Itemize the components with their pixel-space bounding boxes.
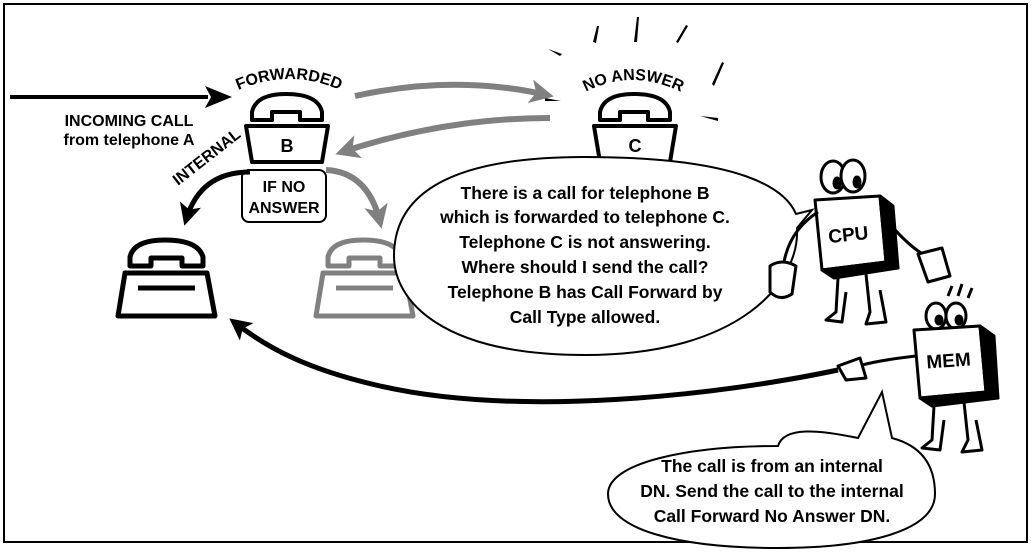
telephone-c: C [594,94,676,162]
telephone-b-label: B [281,136,294,156]
mem-bubble-line3: Call Forward No Answer DN. [654,506,891,526]
if-no-answer-line2: ANSWER [248,200,320,217]
telephone-b: B [246,94,328,162]
cpu-bubble-line4: Where should I send the call? [462,257,709,277]
telephone-c-label: C [629,136,642,156]
internal-phone-icon [118,240,215,316]
mem-bubble-line1: The call is from an internal [661,456,883,476]
incoming-call-label: INCOMING CALL [65,113,194,130]
cpu-bubble-line6: Call Type allowed. [510,307,660,327]
cpu-bubble-line1: There is a call for telephone B [461,183,710,203]
incoming-call-sublabel: from telephone A [64,132,195,149]
if-no-answer-line1: IF NO [263,179,306,196]
mem-robot-label: MEM [926,349,972,373]
cpu-bubble-line5: Telephone B has Call Forward by [448,282,723,302]
mem-bubble-line2: DN. Send the call to the internal [640,481,904,501]
cpu-bubble-line3: Telephone C is not answering. [459,232,711,252]
cpu-robot-label: CPU [827,223,869,248]
cpu-bubble-line2: which is forwarded to telephone C. [439,207,730,227]
